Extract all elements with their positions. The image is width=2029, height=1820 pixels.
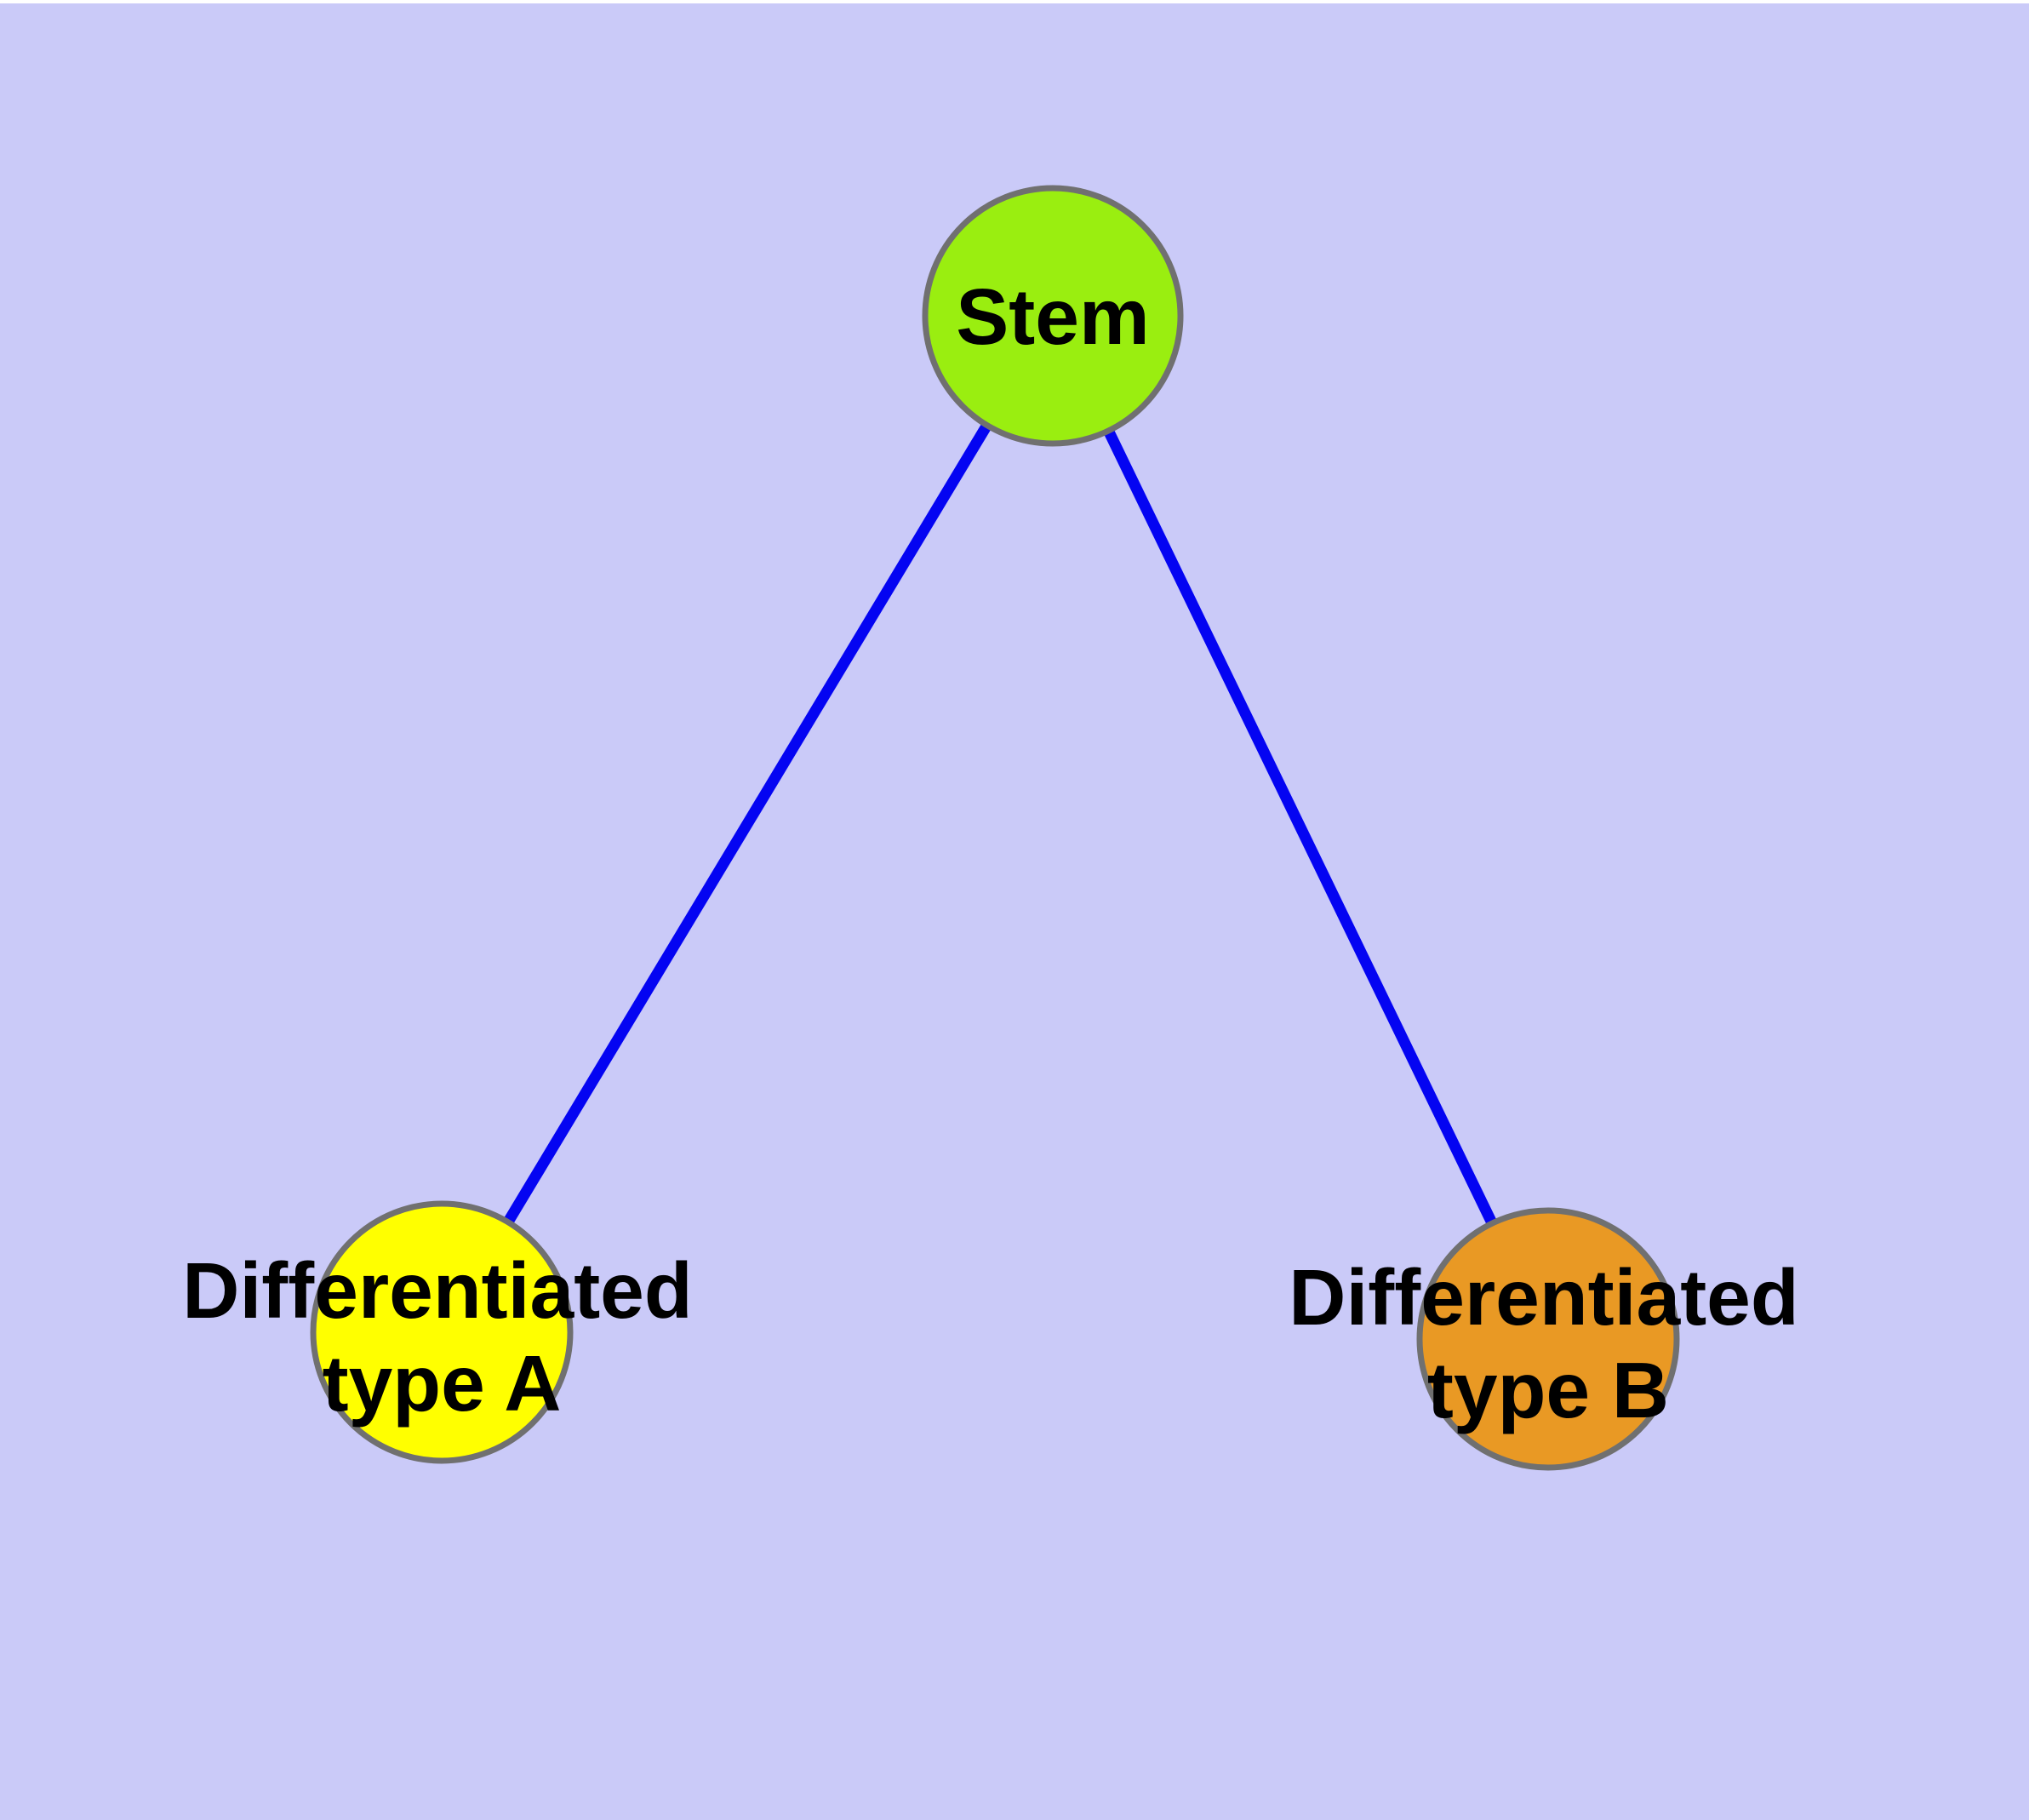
node-stem-label: Stem [956,272,1149,361]
node-stem-circle [922,185,1184,447]
top-white-strip [0,0,2029,3]
node-type-b-label-line2: type B [1427,1346,1669,1434]
node-type-b-circle [1416,1207,1680,1471]
edge-stem-to-type-b [1048,313,1553,1342]
node-type-a-label-line2: type A [323,1339,562,1428]
node-type-a-circle [310,1200,574,1464]
node-type-a-label-line1: Differentiated [182,1246,692,1335]
edge-stem-to-type-a [437,312,1058,1336]
node-type-b-label-line1: Differentiated [1289,1253,1798,1342]
